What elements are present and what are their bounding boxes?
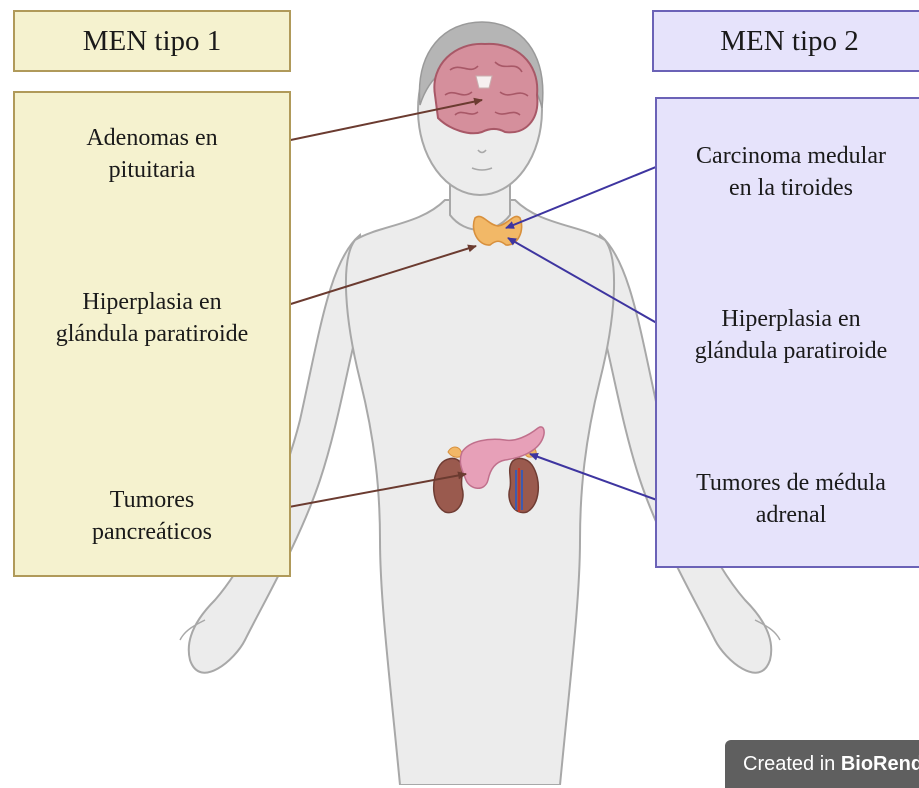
men1-title: MEN tipo 1 — [83, 25, 222, 58]
watermark-prefix: Created in — [743, 753, 841, 775]
label-line: Adenomas en — [13, 122, 291, 154]
torso — [346, 200, 614, 785]
label-hiperplasia-paratiroide-2: Hiperplasia en glándula paratiroide — [655, 303, 919, 367]
label-tumores-pancreaticos: Tumores pancreáticos — [13, 484, 291, 548]
biorender-watermark[interactable]: Created in BioRender — [725, 740, 919, 788]
label-line: pituitaria — [13, 154, 291, 186]
label-tumores-medula-adrenal: Tumores de médula adrenal — [655, 467, 919, 531]
label-line: glándula paratiroide — [13, 318, 291, 350]
men2-title: MEN tipo 2 — [720, 25, 859, 58]
label-carcinoma-medular: Carcinoma medular en la tiroides — [655, 140, 919, 204]
label-hiperplasia-paratiroide-1: Hiperplasia en glándula paratiroide — [13, 286, 291, 350]
brain-icon — [434, 44, 537, 133]
label-adenomas-pituitaria: Adenomas en pituitaria — [13, 122, 291, 186]
label-line: adrenal — [655, 499, 919, 531]
label-line: pancreáticos — [13, 516, 291, 548]
men1-title-box: MEN tipo 1 — [13, 10, 291, 72]
label-line: Hiperplasia en — [13, 286, 291, 318]
label-line: Tumores — [13, 484, 291, 516]
label-line: glándula paratiroide — [655, 335, 919, 367]
label-line: Tumores de médula — [655, 467, 919, 499]
label-line: Carcinoma medular — [655, 140, 919, 172]
watermark-brand: BioRender — [841, 753, 919, 775]
pituitary-icon — [476, 76, 492, 88]
label-line: en la tiroides — [655, 172, 919, 204]
label-line: Hiperplasia en — [655, 303, 919, 335]
arrow-thyroid — [506, 158, 678, 228]
men2-title-box: MEN tipo 2 — [652, 10, 919, 72]
